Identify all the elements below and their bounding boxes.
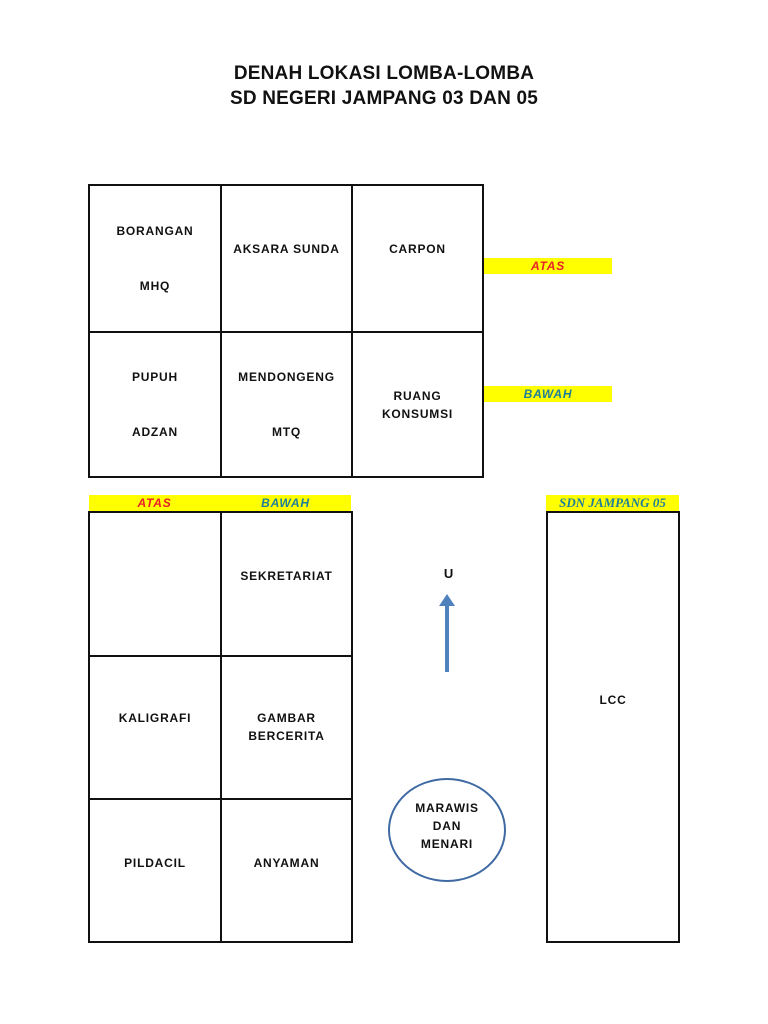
room-label: ADZAN: [132, 425, 178, 439]
room-anyaman: ANYAMAN: [220, 798, 353, 943]
room-label: MTQ: [271, 425, 302, 439]
room-label: CARPON: [389, 242, 446, 256]
room-label: KONSUMSI: [381, 407, 454, 421]
page-title-line1: DENAH LOKASI LOMBA-LOMBA: [233, 63, 535, 84]
room-gambar-bercerita: GAMBAR BERCERITA: [220, 655, 353, 800]
north-arrow-icon: [439, 594, 455, 672]
room-label: AKSARA SUNDA: [233, 242, 340, 256]
room-label: BORANGAN: [116, 224, 194, 238]
room-label: SEKRETARIAT: [240, 569, 333, 583]
room-ruang-konsumsi: RUANG KONSUMSI: [351, 331, 484, 478]
room-borangan-mhq: BORANGAN MHQ: [88, 184, 222, 333]
room-carpon: CARPON: [351, 184, 484, 333]
legend-atas: ATAS: [484, 258, 612, 274]
room-mendongeng-mtq: MENDONGENG MTQ: [220, 331, 353, 478]
north-label: U: [443, 566, 455, 581]
room-empty: [88, 511, 222, 657]
header-sdn-jampang-05: SDN JAMPANG 05: [546, 495, 679, 511]
area-label: DAN: [432, 819, 462, 833]
room-aksara-sunda: AKSARA SUNDA: [220, 184, 353, 333]
room-label: MHQ: [139, 279, 171, 293]
room-label: MENDONGENG: [238, 370, 335, 384]
room-label: PUPUH: [131, 370, 178, 384]
legend-bawah: BAWAH: [484, 386, 612, 402]
area-label: MENARI: [420, 837, 474, 851]
room-lcc: LCC: [546, 511, 680, 943]
room-label: KALIGRAFI: [118, 711, 192, 725]
room-kaligrafi: KALIGRAFI: [88, 655, 222, 800]
room-pildacil: PILDACIL: [88, 798, 222, 943]
header-atas: ATAS: [89, 495, 220, 511]
room-label: GAMBAR: [257, 711, 316, 725]
marawis-menari-area: MARAWIS DAN MENARI: [388, 778, 506, 882]
room-pupuh-adzan: PUPUH ADZAN: [88, 331, 222, 478]
header-bawah: BAWAH: [220, 495, 351, 511]
room-label: LCC: [599, 693, 627, 707]
room-label: PILDACIL: [124, 856, 186, 870]
room-sekretariat: SEKRETARIAT: [220, 511, 353, 657]
area-label: MARAWIS: [415, 801, 479, 815]
page-title-line2: SD NEGERI JAMPANG 03 DAN 05: [229, 88, 539, 109]
room-label: BERCERITA: [248, 729, 325, 743]
room-label: RUANG: [393, 389, 442, 403]
room-label: ANYAMAN: [253, 856, 320, 870]
